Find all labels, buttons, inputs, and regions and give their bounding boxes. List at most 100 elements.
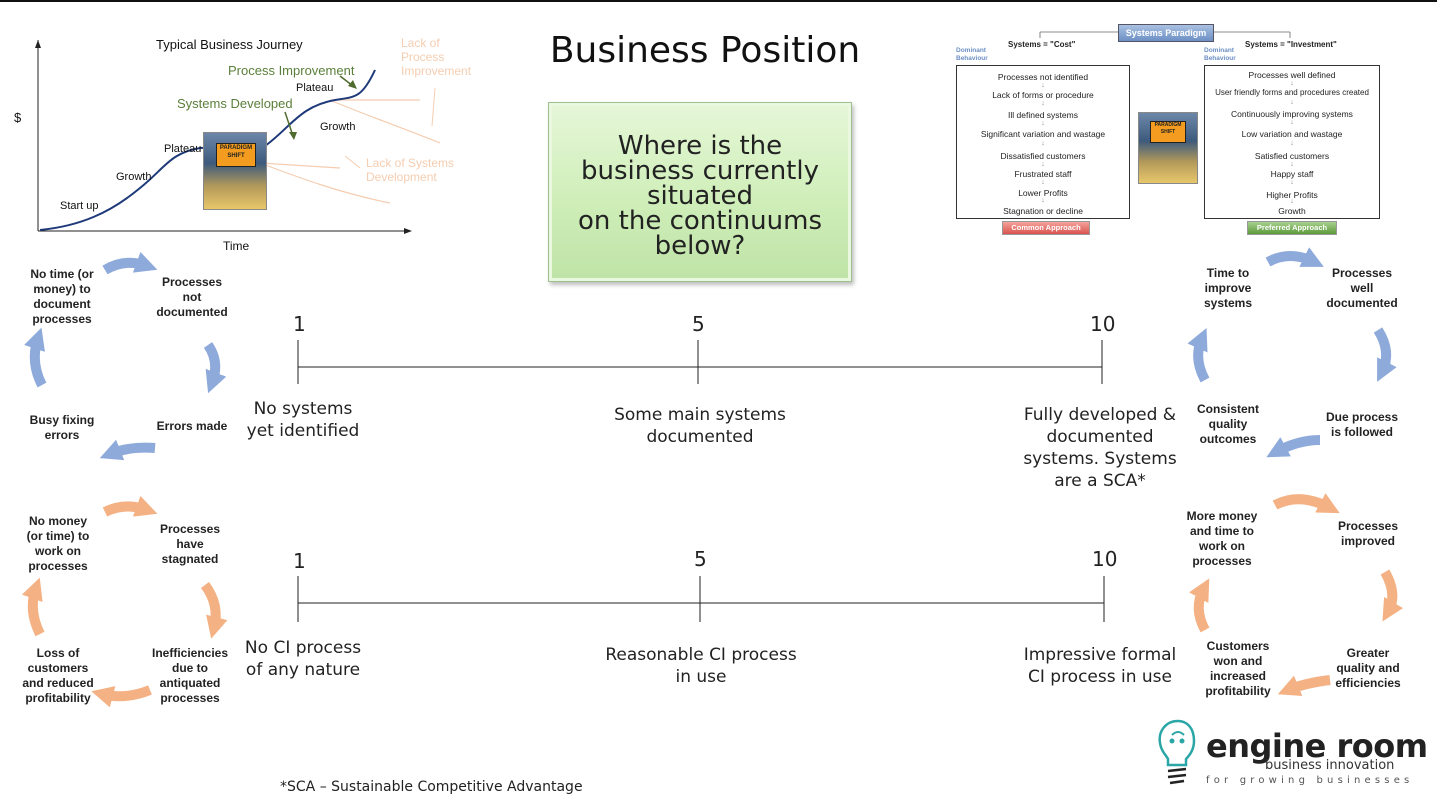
down-arrow-icon: ↓ [1041,140,1045,147]
down-arrow-icon: ↓ [1290,80,1294,87]
cost-item: Frustrated staff [1014,169,1072,179]
paradigm-header: Systems Paradigm [1118,24,1214,42]
investment-side-label: Dominant Behaviour [1204,47,1236,62]
cost-item: Processes not identified [997,72,1089,82]
investment-item: Low variation and wastage [1241,129,1343,139]
stage-growth-2: Growth [320,121,356,133]
journey-ylabel: $ [14,110,22,125]
down-arrow-icon: ↓ [1041,161,1045,168]
cycle-right-orange-1: More money and time to work on processes [1186,509,1258,568]
cost-item: Stagnation or decline [1003,206,1083,216]
arrow-orange-1 [102,495,158,517]
investment-item: Processes well defined [1248,70,1336,80]
y-axis-arrowhead [35,40,41,48]
investment-item: Satisfied customers [1254,151,1330,161]
arrow-blue-7 [1266,435,1321,458]
journey-xlabel: Time [223,239,250,253]
investment-item: Continuously improving systems [1231,109,1353,119]
ci-scale-label-mid: Reasonable CI process in use [605,645,797,687]
ci-scale-num-1: 1 [293,549,306,573]
journey-title: Typical Business Journey [156,37,303,52]
arrow-orange-6 [1380,569,1404,622]
cycle-left-blue-4: Busy fixing errors [29,413,95,442]
label-process-improvement: Process Improvement [228,63,355,78]
down-arrow-icon: ↓ [1290,198,1294,205]
cycle-left-blue-3: Errors made [156,419,228,433]
cycle-right-blue-2: Processes well documented [1326,266,1398,310]
cycle-right-blue-3: Due process is followed [1325,410,1399,439]
cost-item: Ill defined systems [1008,110,1078,120]
ci-scale-num-5: 5 [694,547,707,571]
faded-arrow-2 [344,155,361,169]
investment-title: Systems = "Investment" [1245,40,1337,49]
stage-plateau-1: Plateau [164,143,202,155]
sca-footnote: *SCA – Sustainable Competitive Advantage [280,779,583,795]
cycle-left-blue-2: Processes not documented [156,275,228,319]
lightbulb-head-icon [1158,719,1196,785]
ci-scale-label-high: Impressive formal CI process in use [1023,645,1177,687]
cost-item: Lower Profits [1018,188,1068,198]
systems-scale-label-mid: Some main systems documented [614,405,786,447]
down-arrow-icon: ↓ [1290,161,1294,168]
cost-item: Lack of forms or procedure [992,90,1094,100]
paradigm-shift-image-small: PARADIGM SHIFT [1138,112,1198,184]
cycle-right-orange-2: Processes improved [1337,519,1399,548]
engine-room-logo [1148,715,1418,795]
cycle-right-orange-3: Greater quality and efficiencies [1335,646,1401,690]
systems-scale-label-high: Fully developed & documented systems. Sy… [1023,405,1177,491]
systems-paradigm-diagram: Systems Paradigm Systems = "Cost" Domina… [950,22,1380,237]
cost-title: Systems = "Cost" [1008,40,1076,49]
label-systems-developed: Systems Developed [177,96,293,111]
down-arrow-icon: ↓ [1290,99,1294,106]
down-arrow-icon: ↓ [1041,120,1045,127]
journey-chart-svg [35,40,441,234]
down-arrow-icon: ↓ [1290,140,1294,147]
cost-item: Significant variation and wastage [980,129,1106,139]
down-arrow-icon: ↓ [1290,179,1294,186]
investment-item: Higher Profits [1266,190,1318,200]
systems-scale-num-10: 10 [1090,312,1116,336]
arrow-blue-1 [102,251,158,275]
down-arrow-icon: ↓ [1290,119,1294,126]
down-arrow-icon: ↓ [1041,179,1045,186]
faded-branch-4 [259,162,341,169]
arrow-blue-6 [1373,327,1397,382]
logo-tagline: for growing businesses [1206,775,1414,786]
down-arrow-icon: ↓ [1041,100,1045,107]
arrow-orange-4 [21,577,45,637]
investment-item: Happy staff [1270,169,1314,179]
cycle-right-blue-1: Time to improve systems [1203,266,1253,310]
process-arrowhead [348,80,357,89]
stage-growth-1: Growth [116,171,152,183]
down-arrow-icon: ↓ [1041,82,1045,89]
cost-side-label: Dominant Behaviour [956,47,988,62]
arrow-blue-3 [99,439,156,461]
arrow-orange-2 [200,582,228,639]
label-lack-systems-development: Lack of Systems Development [366,156,455,184]
faded-branch-1 [329,99,441,144]
business-journey-chart: Typical Business Journey $ Time Start up… [0,28,500,258]
common-approach-label: Common Approach [1002,221,1090,235]
logo-name: engine room [1206,727,1428,765]
cost-item: Dissatisfied customers [1000,151,1086,161]
arrow-orange-8 [1189,578,1210,633]
faded-branch-3 [259,162,391,204]
down-arrow-icon: ↓ [1041,197,1045,204]
cycle-left-orange-3: Inefficiencies due to antiquated process… [151,646,229,705]
investment-item: User friendly forms and procedures creat… [1215,88,1369,97]
page-title: Business Position [549,30,861,71]
cycle-right-orange-4: Customers won and increased profitabilit… [1205,639,1271,698]
paradigm-shift-sign-small: PARADIGM SHIFT [1150,121,1186,143]
systems-arrowhead [289,132,297,140]
investment-item: Growth [1278,206,1306,216]
top-border [0,0,1437,2]
paradigm-connectors [1039,31,1291,38]
paradigm-shift-image: PARADIGM SHIFT [203,132,267,210]
label-lack-process-improvement: Lack of Process Improvement [401,36,472,78]
ci-scale-num-10: 10 [1092,547,1118,571]
cycle-left-orange-2: Processes have stagnated [159,522,221,566]
stage-plateau-2: Plateau [296,82,334,94]
cycle-right-blue-4: Consistent quality outcomes [1196,402,1259,446]
logo-subtitle: business innovation [1265,758,1395,773]
systems-scale-num-5: 5 [692,312,705,336]
